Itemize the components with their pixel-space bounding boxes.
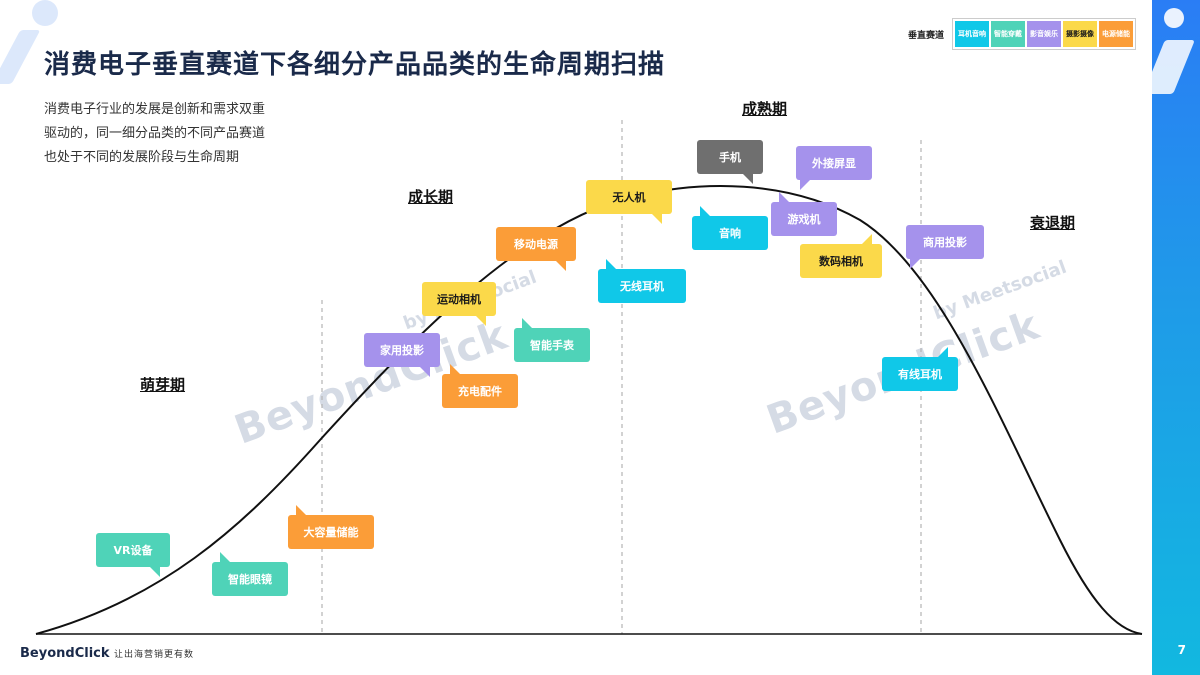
callout-label: 智能眼镜 [228, 573, 272, 586]
lifecycle-diagram [35, 120, 1143, 635]
callout-game-console: 游戏机 [771, 192, 837, 236]
callout-charging-accessory: 充电配件 [442, 364, 518, 408]
callout-label: 充电配件 [458, 385, 502, 398]
legend: 垂直赛道 耳机音响 智能穿戴 影音娱乐 摄影摄像 电源储能 [908, 18, 1137, 50]
callout-tail [860, 234, 872, 246]
callout-label: 外接屏显 [812, 157, 856, 170]
callout-power-bank: 移动电源 [496, 227, 576, 271]
callout-tail [220, 552, 232, 564]
side-accent-bar: 7 [1143, 0, 1200, 675]
callout-digital-camera: 数码相机 [800, 234, 882, 278]
legend-item-power: 电源储能 [1099, 21, 1134, 47]
callout-tail [606, 259, 618, 271]
callout-tail [554, 259, 566, 271]
callout-external-display: 外接屏显 [796, 146, 872, 190]
callout-phone: 手机 [697, 140, 763, 184]
callout-large-storage: 大容量储能 [288, 505, 374, 549]
description: 消费电子行业的发展是创新和需求双重 驱动的，同一细分品类的不同产品赛道 也处于不… [44, 98, 324, 170]
callout-vr: VR设备 [96, 533, 170, 577]
page-number: 7 [1177, 643, 1186, 657]
callout-action-camera: 运动相机 [422, 282, 496, 326]
callout-wireless-earphone: 无线耳机 [598, 259, 686, 303]
callout-tail [522, 318, 534, 330]
legend-item-camera: 摄影摄像 [1063, 21, 1098, 47]
callout-label: 音响 [719, 227, 741, 240]
callout-label: 无线耳机 [620, 280, 664, 293]
callout-label: VR设备 [113, 544, 153, 557]
callout-label: 智能手表 [530, 339, 574, 352]
legend-items: 耳机音响 智能穿戴 影音娱乐 摄影摄像 电源储能 [952, 18, 1137, 50]
callout-label: 家用投影 [380, 344, 424, 357]
callout-commercial-projector: 商用投影 [906, 225, 984, 269]
callout-label: 无人机 [612, 191, 646, 204]
phase-label-embryonic: 萌芽期 [140, 376, 186, 394]
callout-tail [474, 314, 486, 326]
footer-slogan: 让出海营销更有数 [114, 650, 195, 660]
description-line: 消费电子行业的发展是创新和需求双重 [44, 102, 266, 117]
callout-tail [148, 565, 160, 577]
callout-tail [450, 364, 462, 376]
callout-tail [700, 206, 712, 218]
callout-label: 商用投影 [923, 236, 967, 249]
callout-tail [800, 178, 812, 190]
slide-title: 消费电子垂直赛道下各细分产品品类的生命周期扫描 [44, 50, 666, 80]
lifecycle-curve [35, 185, 1143, 635]
legend-item-audio: 耳机音响 [955, 21, 990, 47]
phase-label-growth: 成长期 [408, 188, 454, 206]
callout-home-projector: 家用投影 [364, 333, 440, 377]
description-line: 驱动的，同一细分品类的不同产品赛道 [44, 126, 266, 141]
callout-tail [741, 172, 753, 184]
callout-tail [779, 192, 791, 204]
callout-wired-earphone: 有线耳机 [882, 347, 958, 391]
callout-tail [296, 505, 308, 517]
callout-drone: 无人机 [586, 180, 672, 224]
callout-label: 数码相机 [819, 255, 863, 268]
callout-tail [910, 257, 922, 269]
callout-label: 有线耳机 [898, 368, 942, 381]
callout-tail [936, 347, 948, 359]
legend-label: 垂直赛道 [908, 30, 945, 41]
callout-speaker: 音响 [692, 206, 768, 250]
callout-label: 游戏机 [787, 213, 821, 226]
legend-item-wearable: 智能穿戴 [991, 21, 1026, 47]
legend-item-entertainment: 影音娱乐 [1027, 21, 1062, 47]
callout-smart-watch: 智能手表 [514, 318, 590, 362]
footer-logo: BeyondClick [20, 646, 110, 661]
callout-tail [418, 365, 430, 377]
callout-label: 运动相机 [437, 293, 481, 306]
callout-smart-glasses: 智能眼镜 [212, 552, 288, 596]
phase-label-decline: 衰退期 [1030, 214, 1076, 232]
callout-tail [650, 212, 662, 224]
callout-label: 大容量储能 [303, 526, 359, 539]
description-line: 也处于不同的发展阶段与生命周期 [44, 150, 240, 165]
callout-label: 移动电源 [514, 238, 558, 251]
side-bar-dot [1164, 8, 1184, 28]
decorative-dot [32, 0, 58, 26]
phase-label-mature: 成熟期 [742, 100, 788, 118]
callout-label: 手机 [719, 151, 741, 164]
